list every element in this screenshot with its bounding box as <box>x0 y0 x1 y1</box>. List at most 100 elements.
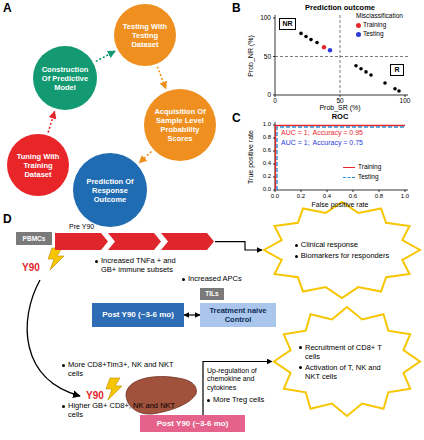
text-label: AUC = 1; <box>281 129 310 137</box>
text-label: Prob_SR (%) <box>319 104 360 112</box>
connector <box>96 51 115 61</box>
roc-curve-testing <box>277 127 405 190</box>
text-label: Y90 <box>86 390 104 402</box>
connector <box>139 152 151 163</box>
text-label: Higher GB+ CD8+, NK and NKT cells <box>62 401 190 419</box>
text-label: 0.6 <box>349 193 357 200</box>
star-outline <box>272 305 422 418</box>
outcome-star: Recruitment of CD8+ T cellsActivation of… <box>272 305 422 418</box>
node-text-group: Post Y90 (~3-6 mo) <box>157 419 229 429</box>
misclassified-point <box>322 45 326 49</box>
text-label: D <box>3 212 12 226</box>
text-label: 0.4 <box>263 160 271 167</box>
node-text: Prediction Of Response Outcome <box>81 177 140 204</box>
node-text: TILs <box>205 290 218 298</box>
axis-ticks <box>273 18 405 97</box>
text-label: C <box>232 111 241 125</box>
text-label: 50 <box>336 97 343 105</box>
node-text-group: Construction Of Predictive Model <box>40 65 91 92</box>
star-shape <box>274 307 420 416</box>
outcome-star: Clinical responseBiomarkers for responde… <box>262 200 422 300</box>
data-points <box>299 32 401 93</box>
node-text-group: Post Y90 (~3-6 mo) <box>102 310 174 320</box>
axis-frame <box>275 15 408 95</box>
node-text-group: PBMCs <box>23 235 46 243</box>
legend-text: Testing <box>358 173 379 181</box>
sample-tag: TILs <box>200 288 224 300</box>
node-text: Clinical response <box>295 240 389 249</box>
star-shape <box>264 202 420 298</box>
node-text: Tuning With Training Dataset <box>13 152 63 179</box>
node-text: Recruitment of CD8+ T cells <box>299 343 395 361</box>
text-label: More CD8+Tim3+, NK and NKT cells <box>62 360 190 378</box>
connector <box>203 362 272 416</box>
roc-curve-training <box>276 126 406 191</box>
chevron <box>55 233 108 250</box>
axis-frame <box>275 122 408 190</box>
chevron <box>161 233 214 250</box>
node-text: PBMCs <box>23 235 46 243</box>
text-label: 1.0 <box>263 121 271 128</box>
text-label: 0.6 <box>263 147 271 154</box>
timepoint-band: Post Y90 (~3-6 mo) <box>140 415 245 432</box>
legend-text: Training <box>358 163 381 171</box>
lightning-bolt <box>106 378 122 400</box>
text-label: A <box>3 1 12 15</box>
data-point <box>315 41 319 45</box>
data-point <box>299 32 303 36</box>
text-label: 0.0 <box>271 193 279 200</box>
data-point <box>397 89 401 93</box>
node-text: Construction Of Predictive Model <box>40 65 91 92</box>
connector <box>215 242 262 250</box>
misclassified-point <box>328 48 332 52</box>
text-label: AUC = 1; <box>281 139 310 147</box>
node-text: NR <box>282 20 292 28</box>
node-text-group: Prediction Of Response Outcome <box>81 177 140 204</box>
text-label: 100 <box>260 14 271 22</box>
curved-arrow <box>27 280 80 396</box>
region-tag: R <box>390 64 404 76</box>
node-text: Treatment naive Control <box>202 306 274 324</box>
data-point <box>309 38 313 42</box>
node-text: Pre Y90 <box>69 222 215 232</box>
node-text-group: Recruitment of CD8+ T cellsActivation of… <box>299 343 395 381</box>
node-text-group: Clinical responseBiomarkers for responde… <box>295 240 389 260</box>
data-point <box>383 81 387 85</box>
text-label: 0 <box>267 91 271 99</box>
text-label: False positive rate <box>312 201 369 209</box>
data-point <box>354 64 358 68</box>
scatter-plot <box>273 15 408 97</box>
legend-text: Testing <box>363 30 384 38</box>
node-text-group: Treatment naive Control <box>202 306 274 324</box>
text-label: 100 <box>400 97 411 105</box>
node-text: Testing With Testing Dataset <box>120 22 170 49</box>
data-point <box>369 73 373 77</box>
node-text: Activation of T, NK and NKT cells <box>299 363 395 381</box>
chevron <box>108 233 161 250</box>
text-label: Prediction outcome <box>305 3 375 12</box>
data-point <box>364 70 368 74</box>
node-text: Post Y90 (~3-6 mo) <box>102 310 174 320</box>
text-label: 0.2 <box>297 193 305 200</box>
roc-plot <box>273 122 408 192</box>
node-text-group: R <box>394 66 399 74</box>
text-label: ROC <box>332 112 349 121</box>
node-text: Post Y90 (~3-6 mo) <box>157 419 229 429</box>
data-point <box>359 67 363 71</box>
node-text-group: Acquisition Of Sample Level Probability … <box>151 107 209 143</box>
data-point <box>304 35 308 39</box>
text-label: 0.8 <box>263 134 271 141</box>
region-tag: NR <box>279 18 296 30</box>
text-label: Increased TNFa + and GB+ immune subsets <box>95 256 183 274</box>
legend-dot <box>356 32 361 37</box>
text-label: True positive rate <box>247 130 255 184</box>
text-label: 0.2 <box>263 173 271 180</box>
legend-text: Training <box>363 21 386 29</box>
process-circle: Acquisition Of Sample Level Probability … <box>144 89 216 161</box>
text-label: Up-regulation of chemokine and cytokines <box>207 367 269 392</box>
process-circle: Construction Of Predictive Model <box>33 46 97 110</box>
text-label: B <box>232 1 241 15</box>
connector <box>184 314 200 315</box>
text-label: 0.4 <box>323 193 331 200</box>
text-label: Misclassification <box>356 12 403 20</box>
